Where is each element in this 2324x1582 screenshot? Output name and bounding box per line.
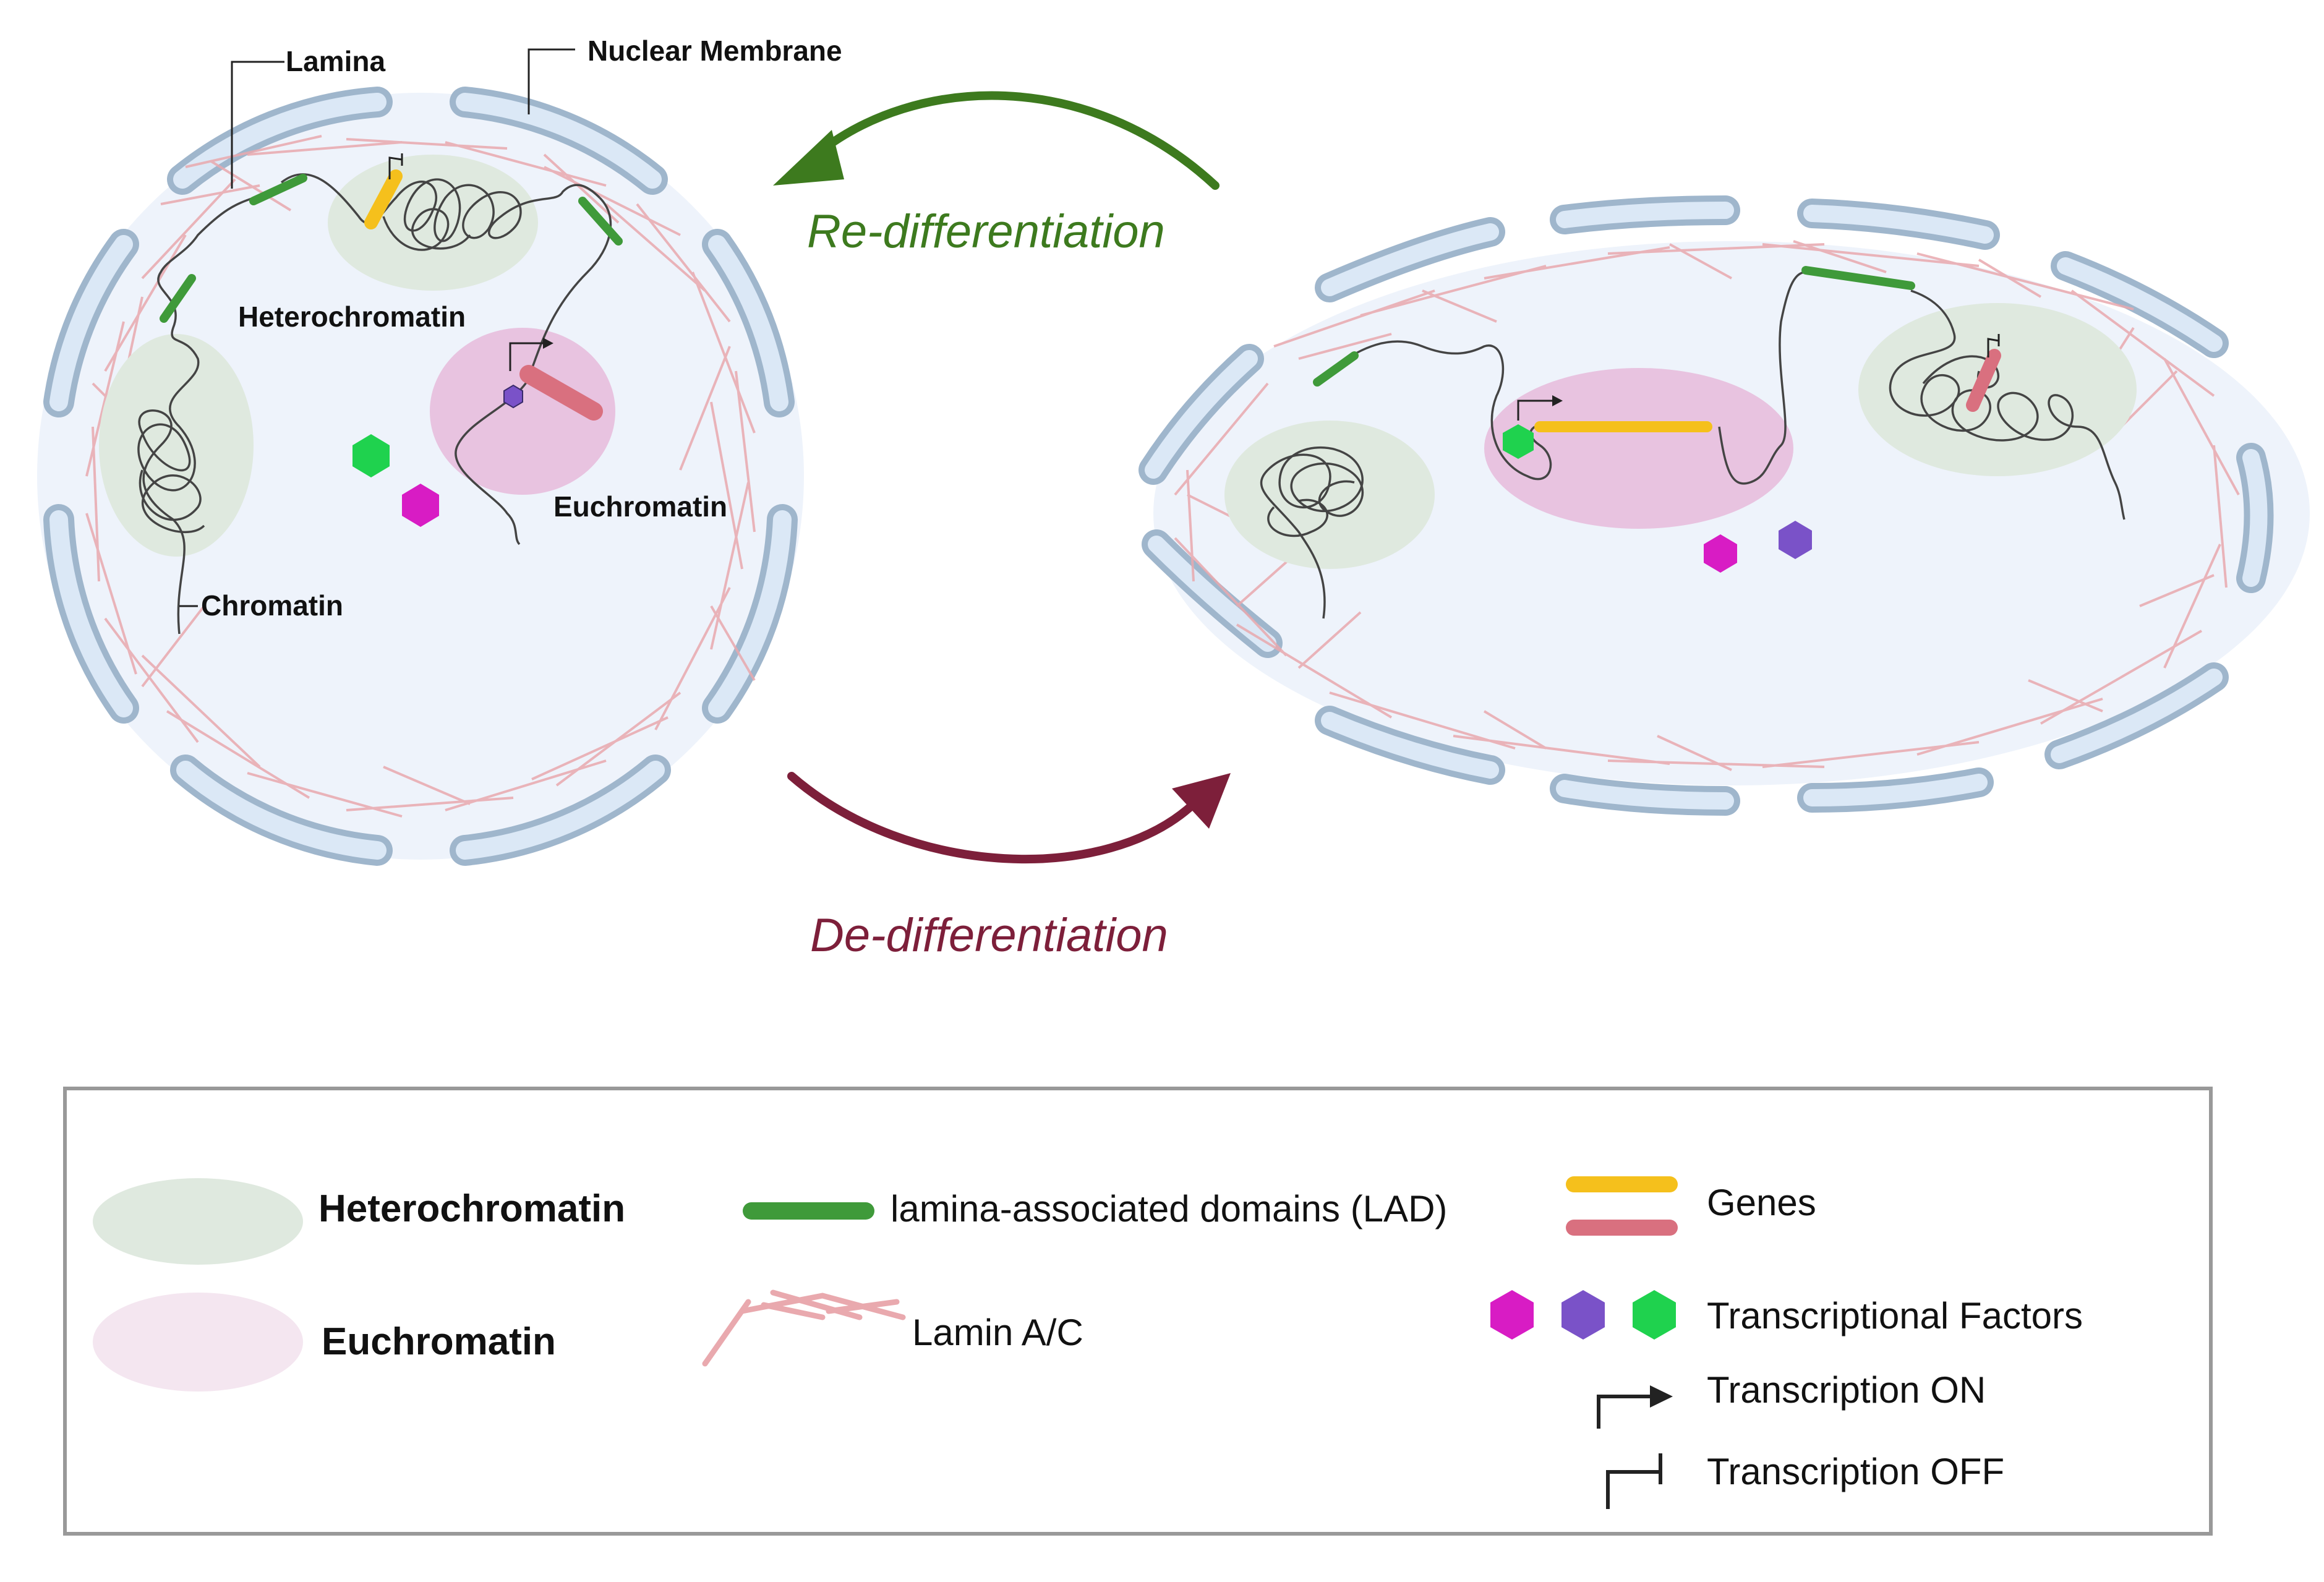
lad-segment bbox=[249, 174, 307, 205]
lamina-leader bbox=[231, 61, 284, 189]
legend-heterochromatin-swatch bbox=[93, 1178, 303, 1265]
elongated-transcription-on-icon bbox=[1517, 400, 1552, 421]
elongated-tf-green bbox=[1503, 424, 1534, 459]
euchromatin-label: Euchromatin bbox=[553, 490, 727, 523]
legend-tf-purple-swatch bbox=[1561, 1290, 1605, 1340]
round-euchromatin bbox=[430, 328, 615, 495]
legend-transcription-on-arrowhead bbox=[1650, 1385, 1673, 1408]
round-chromatin-fiber bbox=[137, 173, 612, 635]
re-differentiation-label: Re-differentiation bbox=[807, 205, 1165, 258]
lad-segment bbox=[578, 197, 623, 246]
round-tf-purple bbox=[503, 384, 523, 409]
legend-euchromatin-swatch bbox=[93, 1293, 303, 1392]
elongated-tf-purple bbox=[1779, 521, 1812, 559]
legend-transcription-off-icon bbox=[1606, 1453, 1662, 1509]
elongated-nucleus bbox=[1139, 195, 2310, 816]
elongated-tf-magenta bbox=[1704, 534, 1737, 573]
legend-lamin-label: Lamin A/C bbox=[912, 1312, 1083, 1353]
lad-segment bbox=[1313, 351, 1359, 387]
elongated-euchromatin bbox=[1484, 368, 1793, 529]
round-nucleus bbox=[37, 87, 804, 866]
legend-tf-green-swatch bbox=[1633, 1290, 1676, 1340]
callout-leader-lines bbox=[179, 48, 575, 607]
round-lads bbox=[160, 174, 623, 323]
lamina-label: Lamina bbox=[286, 45, 385, 77]
legend-tf-magenta-swatch bbox=[1490, 1290, 1534, 1340]
elongated-lamin-network bbox=[1174, 240, 2240, 771]
legend-transcription-on-label: Transcription ON bbox=[1707, 1369, 1986, 1411]
legend: Heterochromatin Euchromatin lamina-assoc… bbox=[63, 1087, 2213, 1536]
legend-transcription-off-label: Transcription OFF bbox=[1707, 1451, 2004, 1492]
legend-heterochromatin-label: Heterochromatin bbox=[318, 1187, 625, 1230]
elongated-transcription-off-icon bbox=[1987, 334, 2000, 357]
elongated-heterochromatin-left bbox=[1224, 421, 1435, 569]
elongated-transcription-on-arrowhead bbox=[1552, 395, 1563, 406]
lad-segment bbox=[160, 274, 196, 323]
round-nuclear-membrane bbox=[43, 87, 798, 866]
elongated-gene-red bbox=[1966, 349, 2001, 412]
round-transcription-off-icon bbox=[388, 153, 403, 179]
round-heterochromatin-top bbox=[328, 155, 538, 291]
elongated-heterochromatin-right bbox=[1858, 303, 2137, 476]
legend-lamin-swatch bbox=[702, 1289, 906, 1367]
lad-segment bbox=[1801, 266, 1915, 290]
legend-lad-label: lamina-associated domains (LAD) bbox=[891, 1188, 1447, 1229]
elongated-nuclear-membrane bbox=[1139, 195, 2274, 816]
de-differentiation-label: De-differentiation bbox=[810, 909, 1168, 962]
nuclear-membrane-leader bbox=[528, 48, 575, 114]
round-gene-red bbox=[519, 365, 603, 421]
re-differentiation-arrow bbox=[773, 91, 1220, 190]
legend-frame bbox=[63, 1087, 2213, 1536]
round-tf-green bbox=[352, 434, 390, 477]
heterochromatin-label: Heterochromatin bbox=[238, 301, 466, 333]
round-tf-magenta bbox=[402, 484, 439, 527]
de-differentiation-arrow bbox=[787, 772, 1231, 864]
chromatin-label: Chromatin bbox=[201, 589, 343, 622]
legend-euchromatin-label: Euchromatin bbox=[322, 1320, 556, 1363]
round-transcription-on-icon bbox=[509, 342, 544, 371]
round-transcription-on-arrowhead bbox=[543, 338, 553, 349]
legend-genes-label: Genes bbox=[1707, 1182, 1816, 1223]
round-heterochromatin-left bbox=[99, 334, 254, 557]
nuclear-membrane-label: Nuclear Membrane bbox=[587, 35, 842, 67]
elongated-lads bbox=[1313, 266, 1915, 387]
round-lamin-network bbox=[85, 135, 756, 818]
legend-transcription-on-icon bbox=[1597, 1395, 1651, 1429]
round-nucleoplasm bbox=[37, 93, 804, 860]
legend-tf-label: Transcriptional Factors bbox=[1707, 1295, 2083, 1336]
round-gene-yellow bbox=[364, 169, 403, 229]
